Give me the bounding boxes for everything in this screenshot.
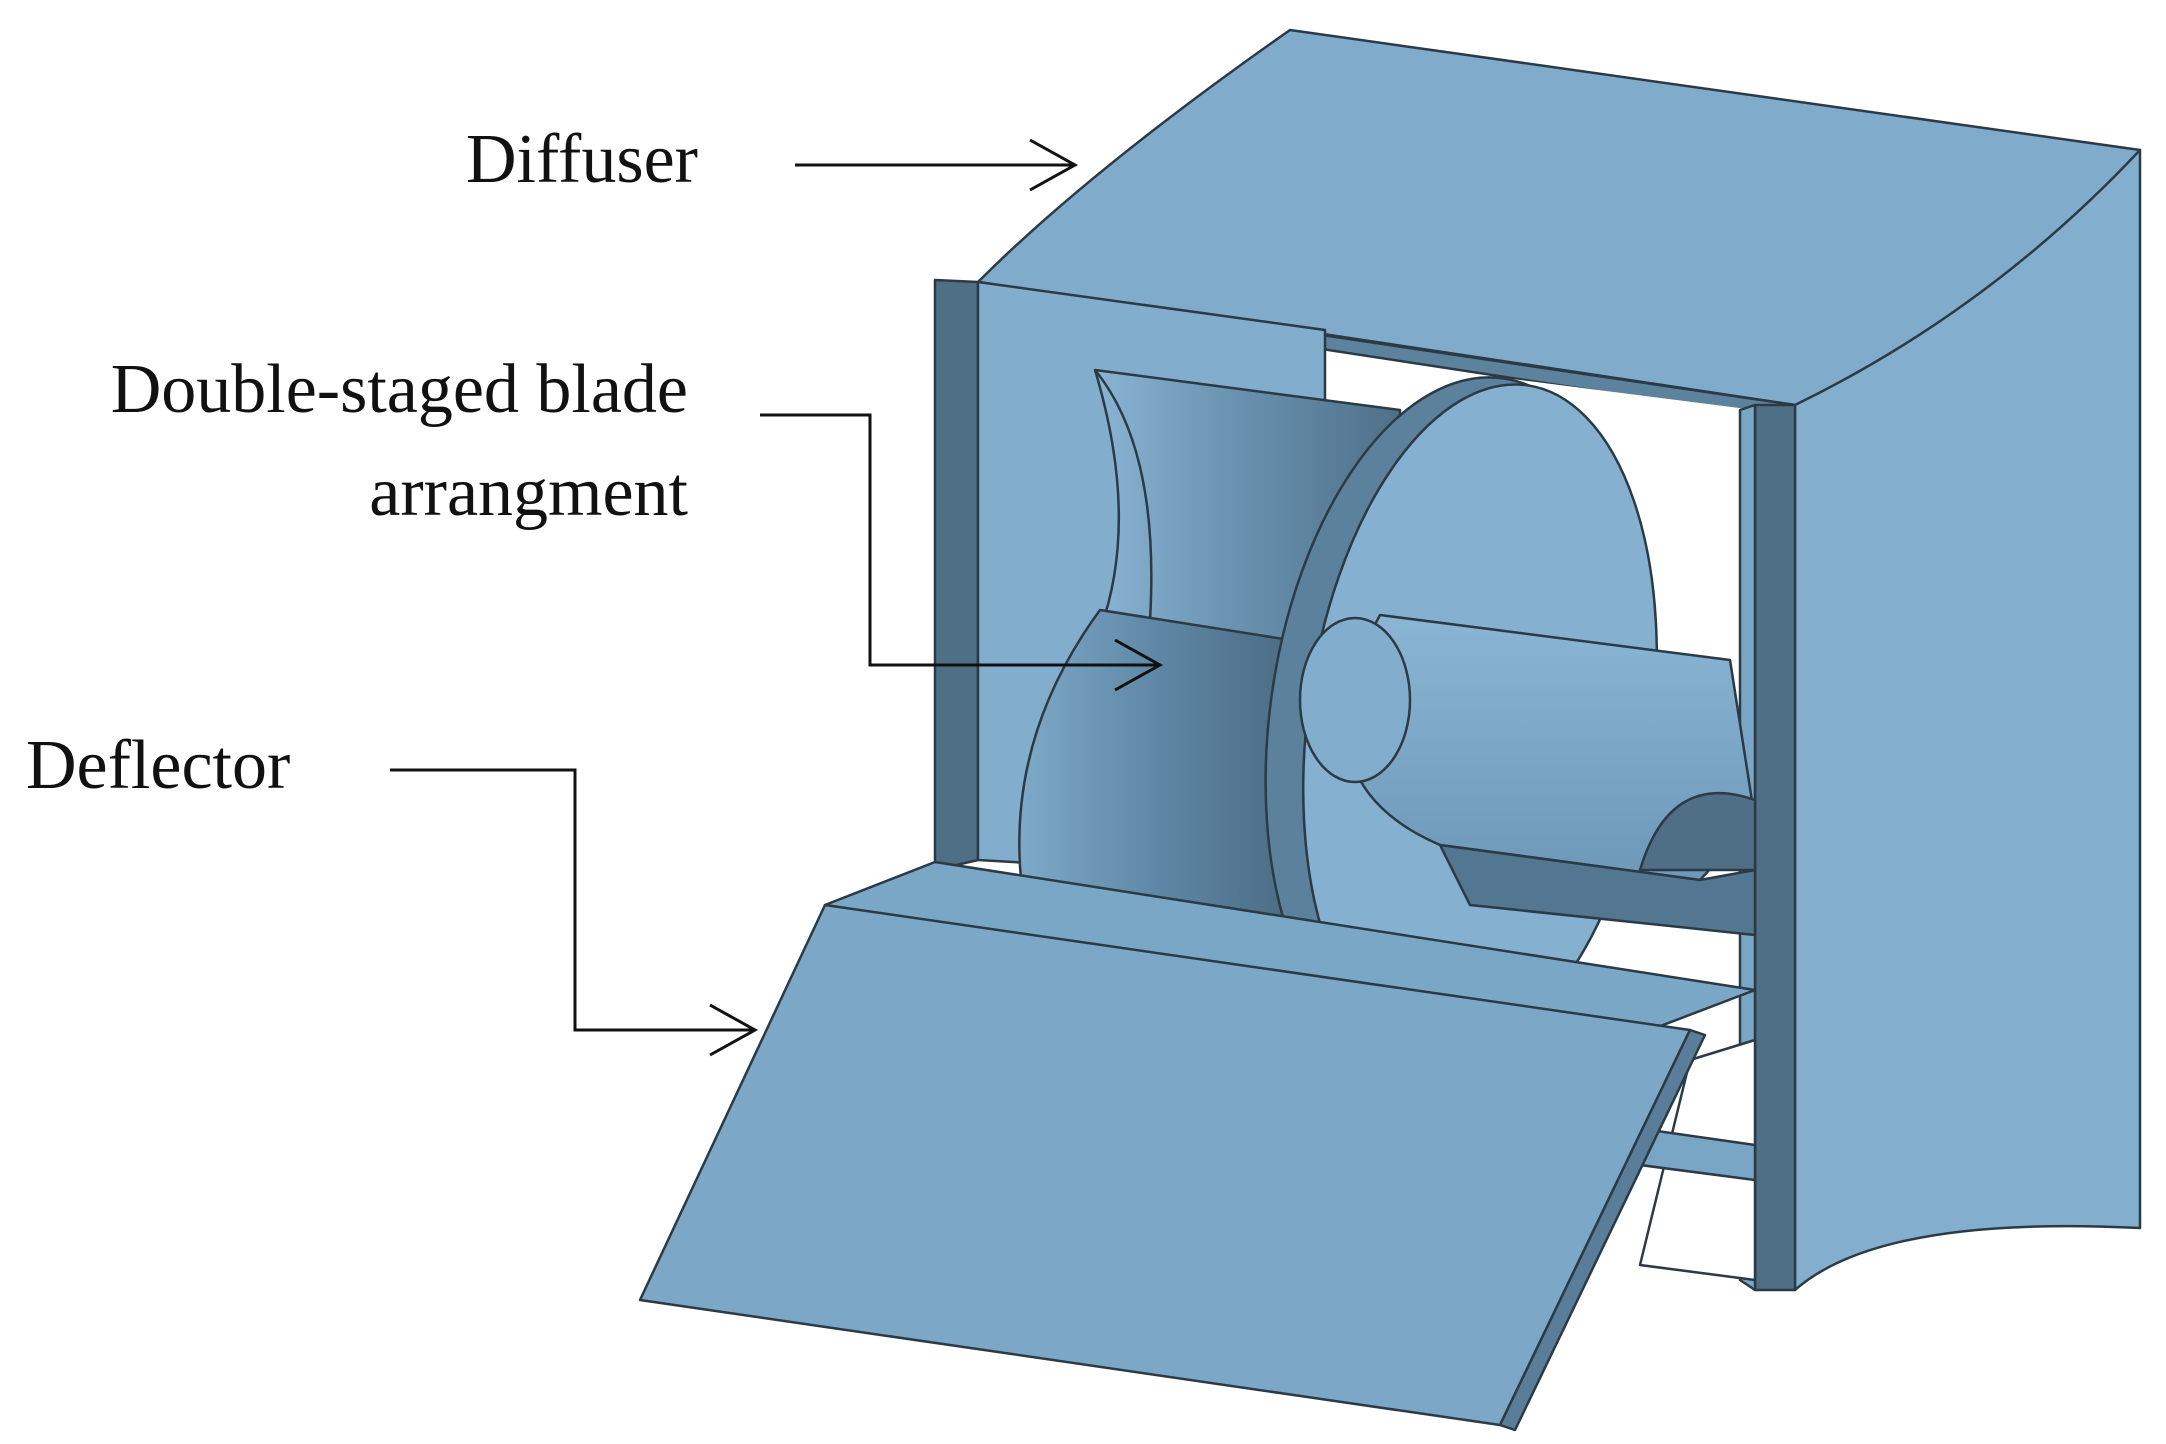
diffuser-arrow — [795, 138, 1079, 192]
shaft-curve-cut — [1638, 791, 1757, 872]
deflector-label: Deflector — [26, 727, 291, 804]
deflector-edge — [1498, 1028, 1707, 1432]
shaft-bottom-shadow — [1438, 843, 1757, 937]
blade-upper-curve — [1094, 369, 1153, 621]
diffuser-label: Diffuser — [466, 121, 698, 198]
housing-right-panel — [1793, 148, 2142, 1292]
blade-arrow — [760, 413, 1164, 692]
frame-left-post — [933, 278, 980, 872]
blade-label-line2: arrangment — [369, 454, 688, 531]
blade-label-line1: Double-staged blade — [110, 351, 688, 428]
frame-right-post — [1753, 403, 1797, 1292]
shaft-front-face — [1298, 616, 1412, 784]
deflector-arrow — [390, 768, 759, 1057]
